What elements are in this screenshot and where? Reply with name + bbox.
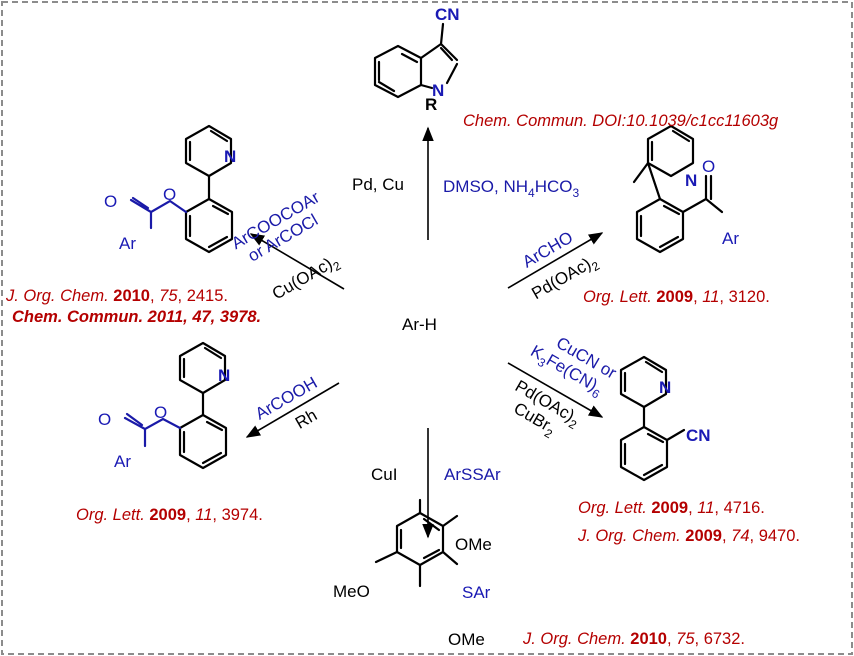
indole-r-label: R xyxy=(425,95,437,114)
arrow-lower-left xyxy=(245,382,340,438)
ester-top-o1: O xyxy=(163,185,176,204)
arrow-upper-right xyxy=(507,232,604,289)
indole-3-carbonitrile: CN N R xyxy=(373,5,460,114)
ester-bottom-o2: O xyxy=(98,410,111,429)
arrow-lower-right xyxy=(507,362,604,418)
reagent-arssar: ArSSAr xyxy=(444,465,501,484)
thioether-sar: SAr xyxy=(462,583,491,602)
aryl-ester-product-bottom: N O O Ar xyxy=(98,341,230,471)
nitrile-cn-label: CN xyxy=(686,426,711,445)
ref-joc-2009-9470: J. Org. Chem. 2009, 74, 9470. xyxy=(577,527,800,545)
ester-top-ar: Ar xyxy=(119,234,136,253)
reagent-cui: CuI xyxy=(371,465,397,484)
reagent-rh: Rh xyxy=(292,405,320,432)
reagent-cu-oac-2: Cu(OAc)2 xyxy=(269,250,344,306)
ref-joc-2010-6732: J. Org. Chem. 2010, 75, 6732. xyxy=(522,630,745,648)
ref-chemcomm-doi: Chem. Commun. DOI:10.1039/c1cc11603g xyxy=(463,112,779,130)
ester-top-pyridine-n: N xyxy=(224,147,236,166)
ref-joc-2010-2415: J. Org. Chem. 2010, 75, 2415. xyxy=(5,287,228,305)
thioether-ome-top: OMe xyxy=(455,535,492,554)
thioether-ome-bottom: OMe xyxy=(448,630,485,649)
reagent-dmso-nh4hco3: DMSO, NH4HCO3 xyxy=(443,177,579,200)
ester-bottom-ar: Ar xyxy=(114,452,131,471)
ref-orglett-2009-3120: Org. Lett. 2009, 11, 3120. xyxy=(583,288,770,306)
ketone-o-label: O xyxy=(702,157,715,176)
thioether-meo-left: MeO xyxy=(333,582,370,601)
nitrile-pyridine-n: N xyxy=(659,378,671,397)
arrow-upper-left xyxy=(249,233,345,290)
aryl-thioether-product: OMe MeO SAr OMe xyxy=(333,498,492,649)
center-substrate-label: Ar-H xyxy=(402,315,437,334)
reagent-pd-cu: Pd, Cu xyxy=(352,175,404,194)
aryl-ketone-product: N O Ar xyxy=(632,124,739,254)
ref-chemcomm-2011-3978: Chem. Commun. 2011, 47, 3978. xyxy=(12,308,261,326)
ester-bottom-pyridine-n: N xyxy=(218,366,230,385)
ref-orglett-2009-4716: Org. Lett. 2009, 11, 4716. xyxy=(578,499,765,517)
ketone-ar-label: Ar xyxy=(722,229,739,248)
ester-top-o2: O xyxy=(104,192,117,211)
aryl-nitrile-product: N CN xyxy=(619,355,711,482)
indole-cn-label: CN xyxy=(435,5,460,24)
ester-bottom-o1: O xyxy=(154,403,167,422)
indole-n-label: N xyxy=(432,81,444,100)
ketone-pyridine-n: N xyxy=(685,171,697,190)
ref-orglett-2009-3974: Org. Lett. 2009, 11, 3974. xyxy=(76,506,263,524)
aryl-ester-product-top: N O O Ar xyxy=(104,124,236,254)
